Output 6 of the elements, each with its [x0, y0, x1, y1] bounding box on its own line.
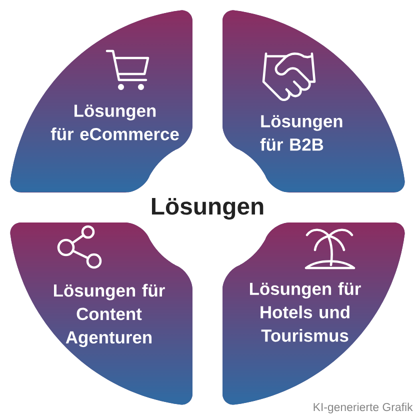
- title: Lösungen: [152, 198, 264, 220]
- segment-label: Lösungen für Hotels und Tourismus: [250, 282, 361, 342]
- segment-label: Lösungen für B2B: [260, 115, 342, 151]
- note: KI-generierte Grafik: [314, 402, 413, 414]
- segment-label: Lösungen für Content Agenturen: [54, 284, 165, 348]
- segment-label: Lösungen für eCommerce: [50, 104, 179, 140]
